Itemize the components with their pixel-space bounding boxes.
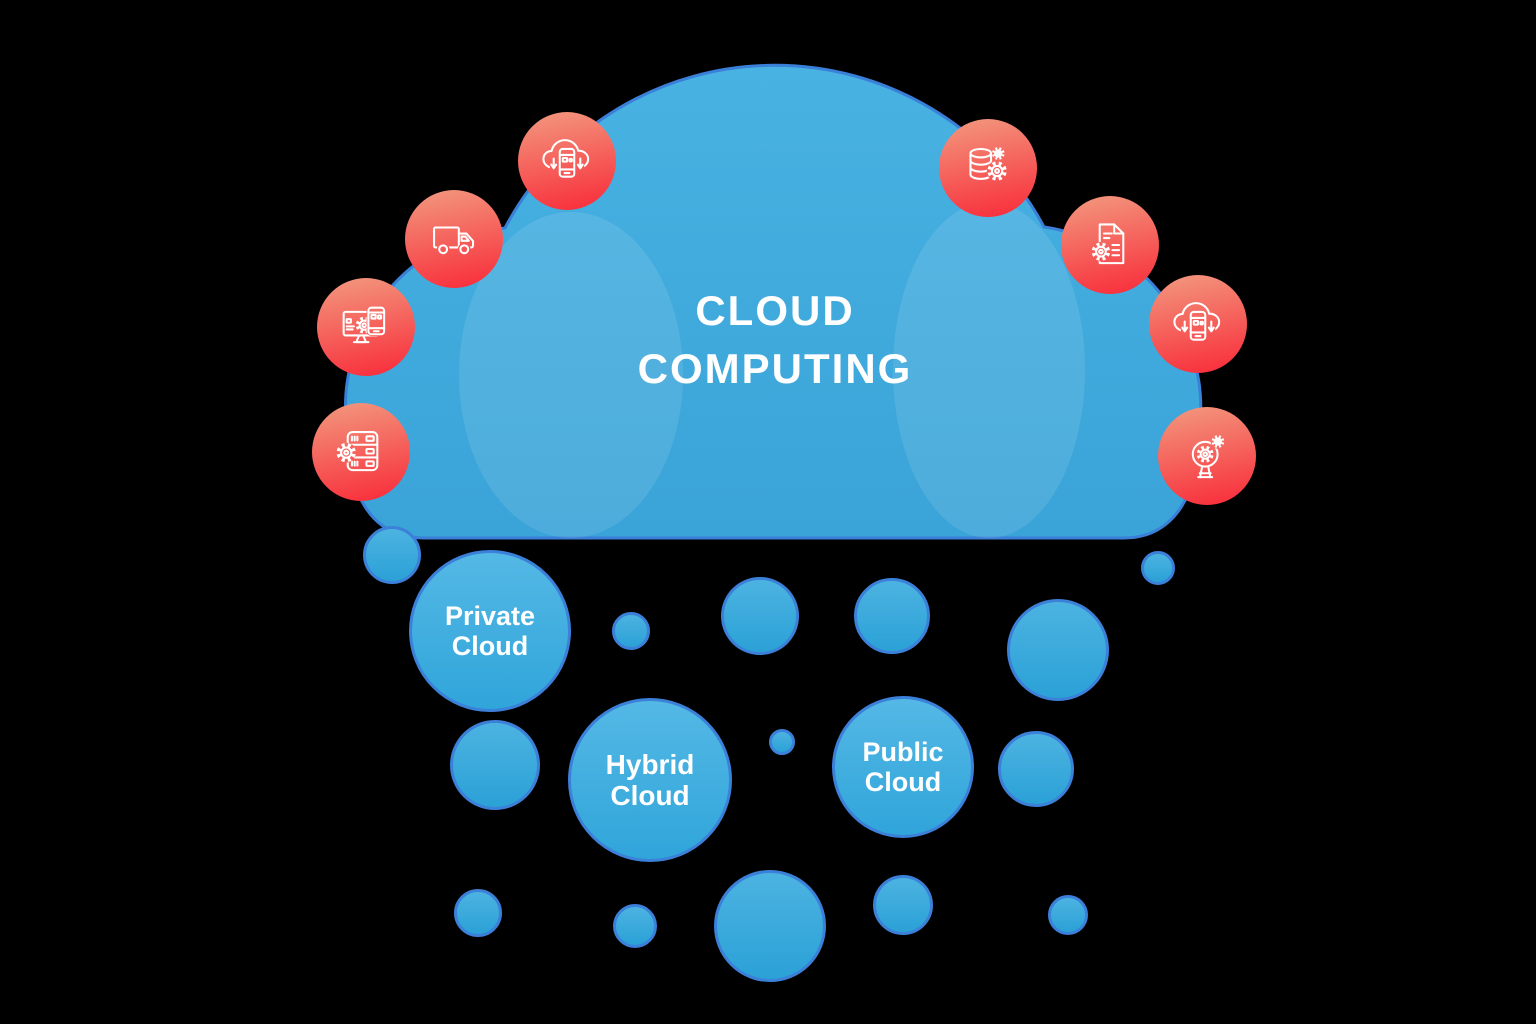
droplet-circle: [450, 720, 540, 810]
database-settings-icon: [959, 139, 1017, 197]
hybrid-cloud-bubble: Hybrid Cloud: [568, 698, 732, 862]
private-cloud-bubble: Private Cloud: [409, 550, 571, 712]
droplet-circle: [998, 731, 1074, 807]
droplet-circle: [363, 526, 421, 584]
feature-badge: [1158, 407, 1256, 505]
feature-badge: [1061, 196, 1159, 294]
public-cloud-label-line2: Cloud: [864, 767, 942, 797]
droplet-circle: [1007, 599, 1109, 701]
droplet-circle: [1141, 551, 1175, 585]
hybrid-cloud-label-line1: Hybrid: [605, 748, 695, 780]
droplet-circle: [612, 612, 650, 650]
public-cloud-label-line1: Public: [862, 736, 944, 767]
cloud-mobile-sync-icon: [1169, 295, 1227, 353]
title-line-2: COMPUTING: [637, 345, 913, 392]
feature-badge: [312, 403, 410, 501]
droplet-circle: [613, 904, 657, 948]
feature-badge: [317, 278, 415, 376]
diagram-title: CLOUD COMPUTING: [638, 282, 913, 398]
droplet-circle: [873, 875, 933, 935]
desktop-mobile-settings-icon: [337, 298, 395, 356]
public-cloud-bubble: Public Cloud: [832, 696, 974, 838]
title-line-1: CLOUD: [695, 287, 855, 334]
process-optimization-icon: [1178, 427, 1236, 485]
droplet-circle: [769, 729, 795, 755]
server-settings-icon: [332, 423, 390, 481]
feature-badge: [405, 190, 503, 288]
droplet-circle: [454, 889, 502, 937]
droplet-circle: [1048, 895, 1088, 935]
document-settings-icon: [1081, 216, 1139, 274]
feature-badge: [1149, 275, 1247, 373]
delivery-truck-icon: [425, 210, 483, 268]
private-cloud-label-line1: Private: [444, 600, 536, 631]
droplet-circle: [854, 578, 930, 654]
droplet-circle: [714, 870, 826, 982]
feature-badge: [939, 119, 1037, 217]
hybrid-cloud-label-line2: Cloud: [610, 780, 690, 811]
droplet-circle: [721, 577, 799, 655]
cloud-mobile-sync-icon: [538, 132, 596, 190]
private-cloud-label-line2: Cloud: [451, 631, 529, 661]
cloud-inner-highlights: [459, 202, 1085, 538]
feature-badge: [518, 112, 616, 210]
